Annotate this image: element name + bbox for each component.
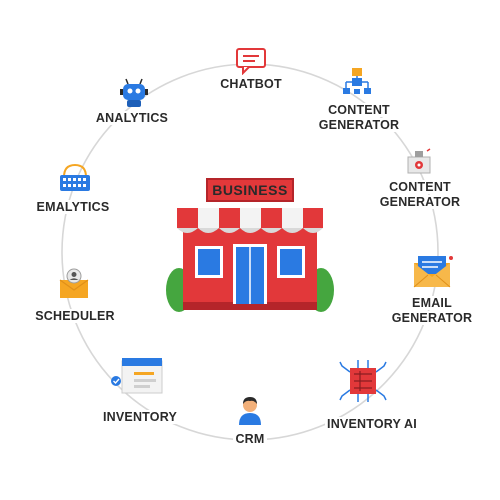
business-sign-text: BUSINESS [212, 182, 288, 198]
keyboard-headset-icon [60, 163, 90, 191]
node-label-line: CONTENT [326, 103, 392, 117]
node-label-inventoryai: INVENTORY AI [312, 417, 432, 432]
envelope-user-icon [59, 268, 89, 298]
node-label-line: SCHEDULER [33, 309, 117, 323]
node-label-line: CONTENT [387, 180, 453, 194]
checklist-document-icon [111, 358, 163, 394]
business-sign: BUSINESS [206, 178, 294, 202]
envelope-letter-icon [413, 256, 453, 288]
gear-box-icon [407, 148, 431, 174]
node-label-scheduler: SCHEDULER [15, 309, 135, 324]
node-label-line: INVENTORY [100, 410, 180, 424]
person-icon [239, 397, 261, 425]
node-label-line: GENERATOR [389, 311, 475, 325]
node-label-line: INVENTORY AI [325, 417, 419, 431]
node-label-analytics: ANALYTICS [72, 111, 192, 126]
node-label-line: GENERATOR [316, 118, 402, 132]
robot-icon [120, 78, 148, 107]
node-label-crm: CRM [190, 432, 310, 447]
node-label-line: GENERATOR [377, 195, 463, 209]
chat-bubble-icon [236, 48, 266, 75]
storefront-icon [166, 208, 334, 312]
circuit-chip-icon [339, 360, 387, 402]
node-label-line: ANALYTICS [93, 111, 171, 125]
node-label-line: CHATBOT [218, 77, 284, 91]
node-label-line: EMALYTICS [34, 200, 112, 214]
workflow-tree-icon [343, 68, 371, 94]
node-label-emalytics: EMALYTICS [13, 200, 133, 215]
node-label-line: CRM [233, 432, 267, 446]
node-label-line: EMAIL [410, 296, 454, 310]
node-label-inventory: INVENTORY [80, 410, 200, 425]
node-label-chatbot: CHATBOT [191, 77, 311, 92]
